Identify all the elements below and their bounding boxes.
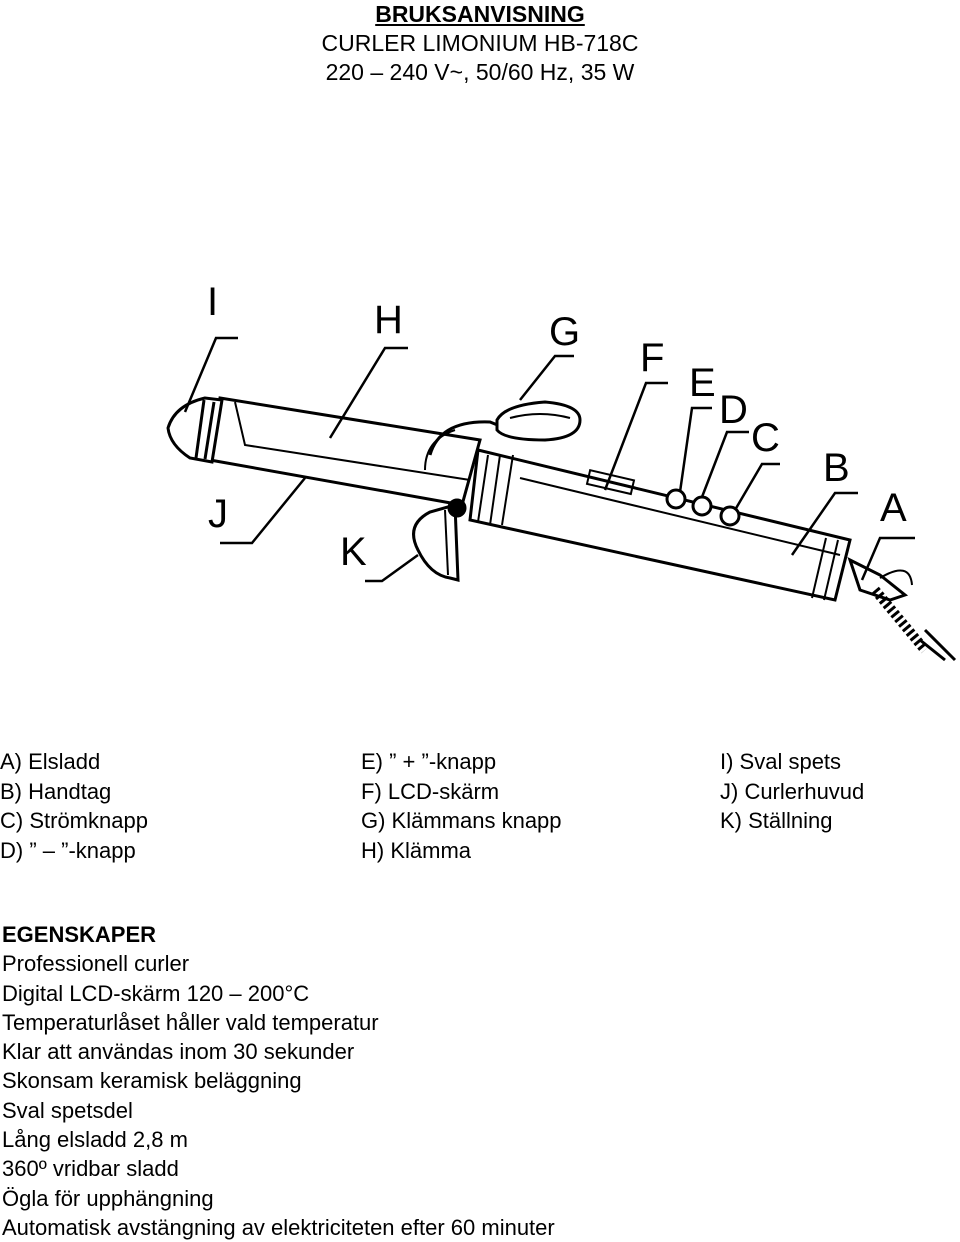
legend-item-h: H) Klämma [361,837,472,863]
legend-item-c: C) Strömknapp [0,808,148,833]
feature-item: Klar att användas inom 30 sekunder [2,1039,355,1065]
curler-stand [412,498,467,582]
feature-item: Temperaturlåset håller vald temperatur [2,1009,379,1035]
feature-item: Ögla för upphängning [2,1185,214,1211]
label-leaders [183,336,915,583]
curler-handle [468,448,852,602]
feature-item: Automatisk avstängning av elektriciteten… [2,1214,555,1240]
legend-item-j: J) Curlerhuvud [720,778,865,804]
legend-column-3: I) Sval spets J) Curlerhuvud K) Ställnin… [720,747,864,836]
document-header: BRUKSANVISNING CURLER LIMONIUM HB-718C 2… [0,0,960,87]
feature-item: Digital LCD-skärm 120 – 200°C [2,980,310,1006]
legend-item-g: G) Klämmans knapp [361,808,562,833]
feature-item: 360º vridbar sladd [2,1156,179,1182]
legend-item-k: K) Ställning [720,808,833,833]
curler-diagram: I H G F E D C B A J K [166,280,957,662]
legend-item-f: F) LCD-skärm [361,778,500,804]
label-C: C [751,416,780,460]
curler-clamp [424,400,582,471]
label-G: G [549,310,580,354]
legend-column-2: E) ” + ”-knapp F) LCD-skärm G) Klämmans … [361,747,562,865]
label-D: D [719,388,748,432]
feature-item: Professionell curler [2,951,190,977]
curler-barrel [166,396,482,507]
label-H: H [374,298,403,342]
document-title: BRUKSANVISNING [375,1,585,27]
legend-item-d: D) ” – ”-knapp [0,837,136,863]
features-section: EGENSKAPER Professionell curler Digital … [2,920,555,1242]
legend-item-b: B) Handtag [0,778,112,804]
label-E: E [689,361,716,405]
legend-item-i: I) Sval spets [720,749,842,774]
legend-item-a: A) Elsladd [0,749,101,774]
legend-item-e: E) ” + ”-knapp [361,749,497,774]
feature-item: Sval spetsdel [2,1097,133,1123]
curler-cord [847,557,957,662]
legend-column-1: A) Elsladd B) Handtag C) Strömknapp D) ”… [0,747,148,865]
electrical-specs: 220 – 240 V~, 50/60 Hz, 35 W [325,59,635,85]
label-B: B [823,446,850,490]
feature-item: Lång elsladd 2,8 m [2,1127,188,1153]
features-heading: EGENSKAPER [2,922,157,947]
label-K: K [340,530,367,574]
label-A: A [880,486,907,530]
label-I: I [207,280,218,324]
label-J: J [208,492,228,536]
feature-item: Skonsam keramisk beläggning [2,1068,302,1094]
model-name: CURLER LIMONIUM HB-718C [321,30,639,56]
label-F: F [640,336,664,380]
